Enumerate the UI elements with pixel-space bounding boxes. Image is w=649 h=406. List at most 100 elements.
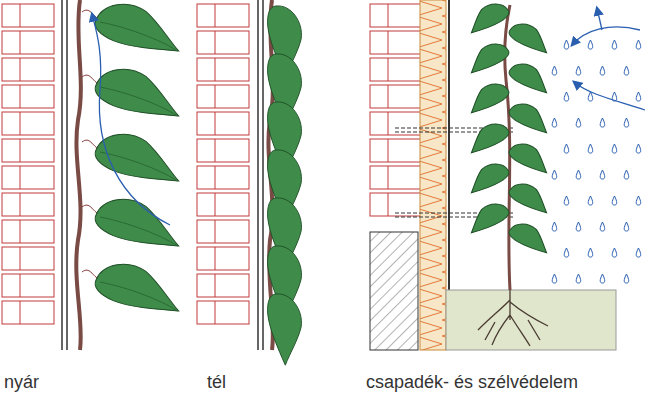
panel-caption: nyár	[4, 372, 39, 393]
leaf	[467, 122, 511, 153]
leaf	[95, 134, 178, 181]
brick-joint	[20, 220, 21, 243]
brick-joint	[388, 58, 389, 81]
leaf-vein	[100, 87, 176, 115]
rain-drop	[576, 222, 581, 231]
brick	[2, 4, 54, 27]
brick	[197, 4, 249, 27]
rain-drop	[612, 248, 617, 257]
rain-drop	[600, 170, 605, 179]
leaf	[507, 62, 551, 93]
leaf	[95, 69, 178, 116]
rain-drop	[552, 118, 557, 127]
brick	[197, 301, 249, 324]
panel-caption: csapadék- és szélvédelem	[366, 372, 578, 393]
brick	[370, 58, 422, 81]
brick-joint	[388, 193, 389, 216]
rain-drop	[576, 274, 581, 283]
brick	[197, 247, 249, 270]
brick	[2, 166, 54, 189]
brick	[370, 139, 422, 162]
rain-drop	[624, 66, 629, 75]
summer-leaves	[82, 4, 179, 311]
leaf	[253, 287, 318, 365]
rain-drop	[588, 92, 593, 101]
brick	[197, 166, 249, 189]
rain-drop	[564, 40, 569, 49]
brick	[370, 166, 422, 189]
rain-drop	[600, 66, 605, 75]
insulation	[420, 0, 446, 350]
insulation	[420, 0, 446, 350]
concrete-base	[370, 232, 418, 350]
brick-joint	[388, 85, 389, 108]
brick-joint	[20, 139, 21, 162]
rain-drop	[588, 40, 593, 49]
brick-joint	[20, 112, 21, 135]
wall-edge	[66, 0, 68, 350]
brick	[370, 4, 422, 27]
brick	[2, 274, 54, 297]
soil	[446, 290, 616, 350]
panel-caption: tél	[207, 372, 226, 393]
leaf	[95, 264, 178, 311]
brick	[2, 220, 54, 243]
rain-drop	[564, 248, 569, 257]
vine-stem	[76, 0, 81, 350]
rain-drop	[600, 274, 605, 283]
leaf	[467, 42, 511, 73]
brick-joint	[215, 58, 216, 81]
rain-drop	[612, 40, 617, 49]
rain-drop	[564, 196, 569, 205]
rain-drop	[552, 66, 557, 75]
wall-edge	[61, 0, 63, 350]
brick-joint	[20, 85, 21, 108]
brick-joint	[20, 247, 21, 270]
brick-joint	[215, 4, 216, 27]
rain-drop	[624, 170, 629, 179]
leaf	[507, 182, 551, 213]
brick	[370, 85, 422, 108]
leaf	[507, 102, 551, 133]
rain-drop	[636, 144, 641, 153]
rain-drop	[612, 196, 617, 205]
rain-drop	[552, 222, 557, 231]
wind-arrow	[574, 82, 645, 110]
brick	[2, 58, 54, 81]
leaf-vein	[100, 217, 176, 245]
plant-leaves	[467, 2, 551, 253]
brick-joint	[215, 112, 216, 135]
rain-drop	[636, 196, 641, 205]
wall-edge	[257, 0, 259, 350]
brick-joint	[215, 193, 216, 216]
rain-drop	[576, 66, 581, 75]
brick-joint	[215, 274, 216, 297]
brick-wall	[2, 4, 422, 324]
leaf	[467, 82, 511, 113]
brick-joint	[20, 31, 21, 54]
brick	[2, 193, 54, 216]
brick	[2, 247, 54, 270]
rain-drop	[624, 274, 629, 283]
rain-drop	[636, 92, 641, 101]
brick	[197, 274, 249, 297]
wind-arrow	[572, 27, 640, 45]
leaf-vein	[100, 282, 176, 310]
brick	[197, 31, 249, 54]
brick-joint	[215, 31, 216, 54]
brick	[2, 31, 54, 54]
brick-joint	[388, 112, 389, 135]
leaf	[95, 4, 178, 51]
cladding	[448, 0, 450, 290]
rain-drop	[600, 118, 605, 127]
brick-joint	[215, 301, 216, 324]
leaf	[467, 162, 511, 193]
rain-drop	[588, 196, 593, 205]
brick-joint	[388, 166, 389, 189]
brick	[2, 85, 54, 108]
brick	[370, 31, 422, 54]
brick	[197, 85, 249, 108]
rain-drop	[552, 170, 557, 179]
brick-joint	[215, 247, 216, 270]
roots	[478, 290, 548, 346]
